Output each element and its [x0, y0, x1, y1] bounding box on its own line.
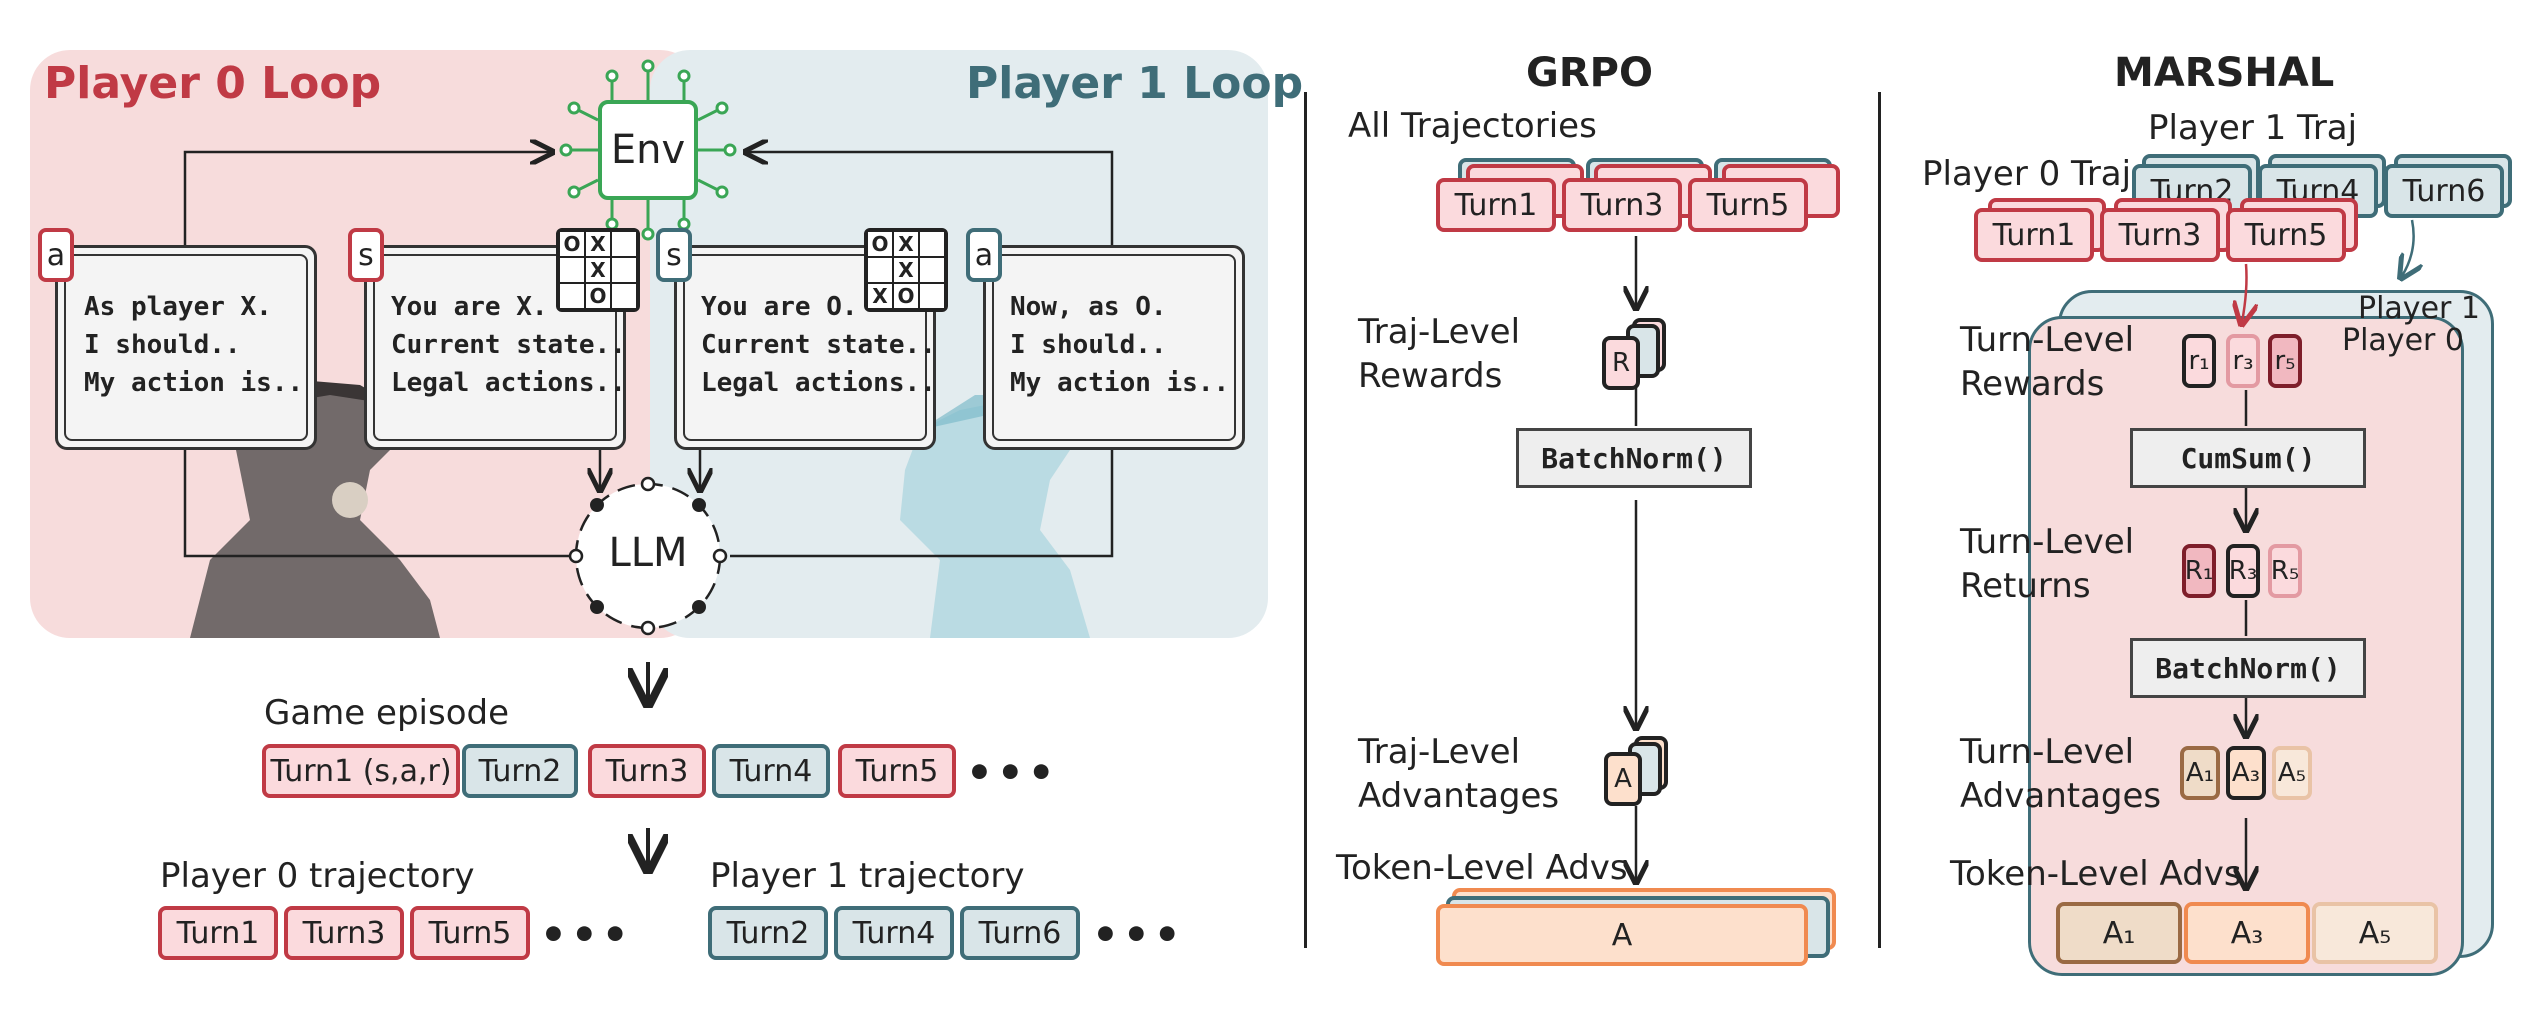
- player0-trajectory-label: Player 0 trajectory: [160, 856, 475, 896]
- llm-label: LLM: [608, 530, 688, 576]
- action-tag: a: [966, 228, 1002, 282]
- player0-turn: Turn1: [158, 906, 278, 960]
- episode-turn: Turn4: [712, 744, 830, 798]
- episode-turn: Turn3: [588, 744, 706, 798]
- card-text: You are O.Current state..Legal actions..: [701, 292, 936, 398]
- grpo-turn: Turn1: [1436, 178, 1556, 232]
- panel-player0-label: Player 0: [2342, 323, 2464, 358]
- ellipsis: •••: [540, 910, 633, 959]
- return-chip: R₃: [2226, 544, 2260, 598]
- board-cell: [611, 231, 637, 257]
- state-tag: s: [656, 228, 692, 282]
- grpo-turn: Turn5: [1688, 178, 1808, 232]
- game-episode-label: Game episode: [264, 693, 509, 733]
- reward-chip: R: [1602, 336, 1640, 390]
- token-adv-bar: A: [1436, 904, 1808, 966]
- advantage-chip: A₁: [2180, 746, 2220, 800]
- reward-chip: r₅: [2268, 334, 2302, 388]
- player0-action-card: As player X.I should..My action is..: [55, 245, 317, 450]
- return-chip: R₅: [2268, 544, 2302, 598]
- token-level-advs-label: Token-Level Advs: [1336, 848, 1628, 888]
- episode-turn: Turn2: [462, 744, 578, 798]
- action-tag: a: [38, 228, 74, 282]
- divider: [1304, 92, 1307, 948]
- board-cell: [919, 283, 945, 309]
- advantage-chip: A₃: [2226, 746, 2266, 800]
- ellipsis: •••: [966, 748, 1059, 797]
- token-adv-bar: A₃: [2184, 902, 2310, 964]
- board-cell: X: [893, 257, 919, 283]
- episode-turn: Turn1 (s,a,r): [262, 744, 460, 798]
- divider: [1878, 92, 1881, 948]
- token-adv-bar: A₅: [2312, 902, 2438, 964]
- player1-loop-title: Player 1 Loop: [966, 58, 1304, 109]
- p0-turn: Turn3: [2100, 208, 2220, 262]
- token-level-advs-label: Token-Level Advs: [1950, 854, 2242, 894]
- board-cell: X: [585, 257, 611, 283]
- p1-turn: Turn6: [2384, 164, 2504, 218]
- ellipsis: •••: [1092, 910, 1185, 959]
- all-trajectories-label: All Trajectories: [1348, 106, 1597, 146]
- advantage-chip: A: [1604, 752, 1642, 806]
- player0-traj-label: Player 0 Traj: [1922, 154, 2132, 194]
- env-label: Env: [610, 127, 686, 173]
- board-cell: X: [585, 231, 611, 257]
- board-cell: [559, 257, 585, 283]
- player1-action-card: Now, as O.I should..My action is..: [983, 245, 1245, 450]
- batchnorm-box: BatchNorm(): [1516, 428, 1752, 488]
- advantage-chip: A₅: [2272, 746, 2312, 800]
- board-cell: [919, 257, 945, 283]
- board-cell: [611, 283, 637, 309]
- board-cell: X: [867, 283, 893, 309]
- batchnorm-box: BatchNorm(): [2130, 638, 2366, 698]
- reward-chip: r₁: [2182, 334, 2216, 388]
- board-cell: X: [893, 231, 919, 257]
- player0-turn: Turn5: [410, 906, 530, 960]
- grpo-turn: Turn3: [1562, 178, 1682, 232]
- board-cell: [559, 283, 585, 309]
- p0-turn: Turn1: [1974, 208, 2094, 262]
- state-tag: s: [348, 228, 384, 282]
- card-text: You are X.Current state..Legal actions..: [391, 292, 626, 398]
- board-cell: O: [893, 283, 919, 309]
- card-text: As player X.I should..My action is..: [84, 292, 304, 398]
- episode-turn: Turn5: [838, 744, 956, 798]
- board-cell: O: [867, 231, 893, 257]
- board-cell: [867, 257, 893, 283]
- cumsum-box: CumSum(): [2130, 428, 2366, 488]
- board-cell: [611, 257, 637, 283]
- player1-turn: Turn6: [960, 906, 1080, 960]
- p0-turn: Turn5: [2226, 208, 2346, 262]
- player1-traj-label: Player 1 Traj: [2148, 108, 2358, 148]
- board-cell: O: [585, 283, 611, 309]
- grpo-title: GRPO: [1526, 50, 1653, 96]
- player0-turn: Turn3: [284, 906, 404, 960]
- card-text: Now, as O.I should..My action is..: [1010, 292, 1230, 398]
- token-adv-bar: A₁: [2056, 902, 2182, 964]
- marshal-title: MARSHAL: [2114, 50, 2335, 96]
- reward-chip: r₃: [2226, 334, 2260, 388]
- return-chip: R₁: [2182, 544, 2216, 598]
- board-cell: [919, 231, 945, 257]
- player0-loop-title: Player 0 Loop: [44, 58, 382, 109]
- board-cell: O: [559, 231, 585, 257]
- panel-player1-label: Player 1: [2358, 291, 2480, 326]
- env-chip: Env: [598, 100, 698, 200]
- player1-turn: Turn2: [708, 906, 828, 960]
- player1-trajectory-label: Player 1 trajectory: [710, 856, 1025, 896]
- player1-turn: Turn4: [834, 906, 954, 960]
